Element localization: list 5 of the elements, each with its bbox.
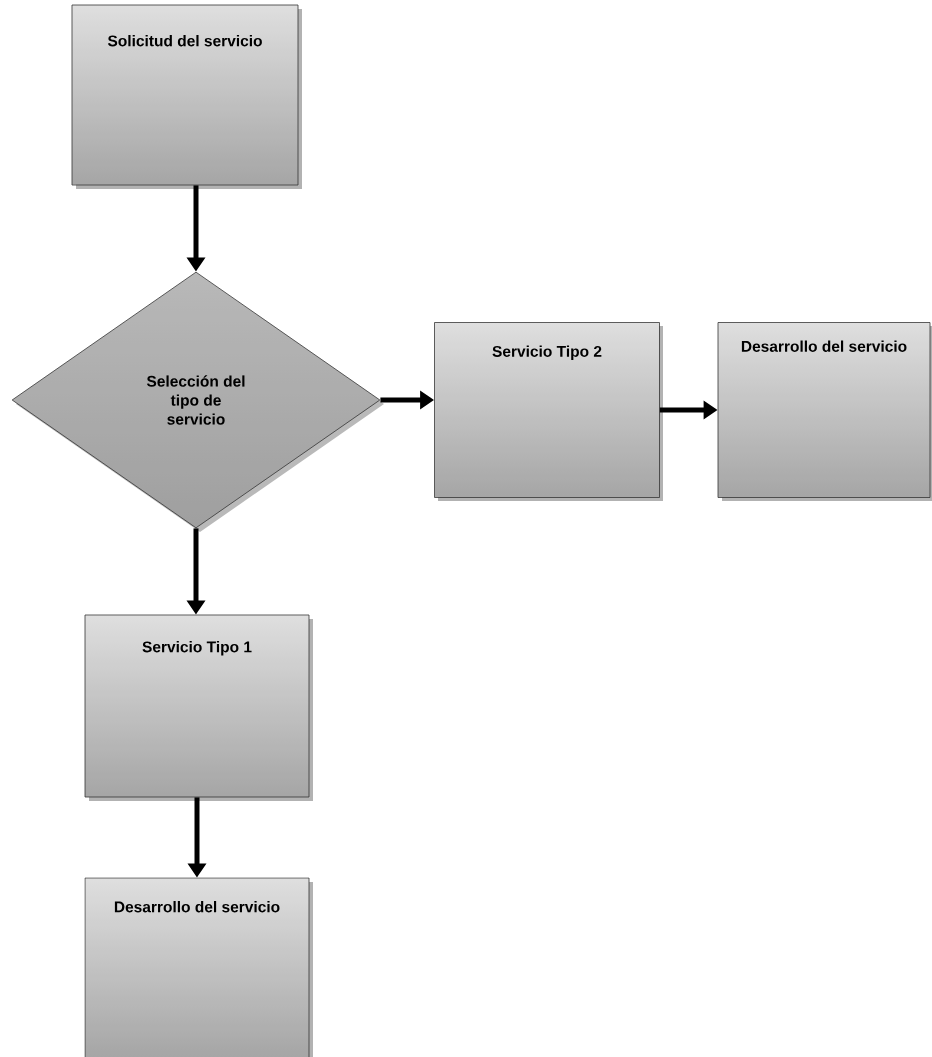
process-box: Solicitud del servicio: [71, 4, 302, 189]
process-box: Desarrollo del servicio: [717, 322, 932, 501]
process-box: Servicio Tipo 1: [84, 614, 313, 801]
process-box: Servicio Tipo 2: [434, 322, 663, 501]
process-box: Desarrollo del servicio: [84, 877, 313, 1057]
